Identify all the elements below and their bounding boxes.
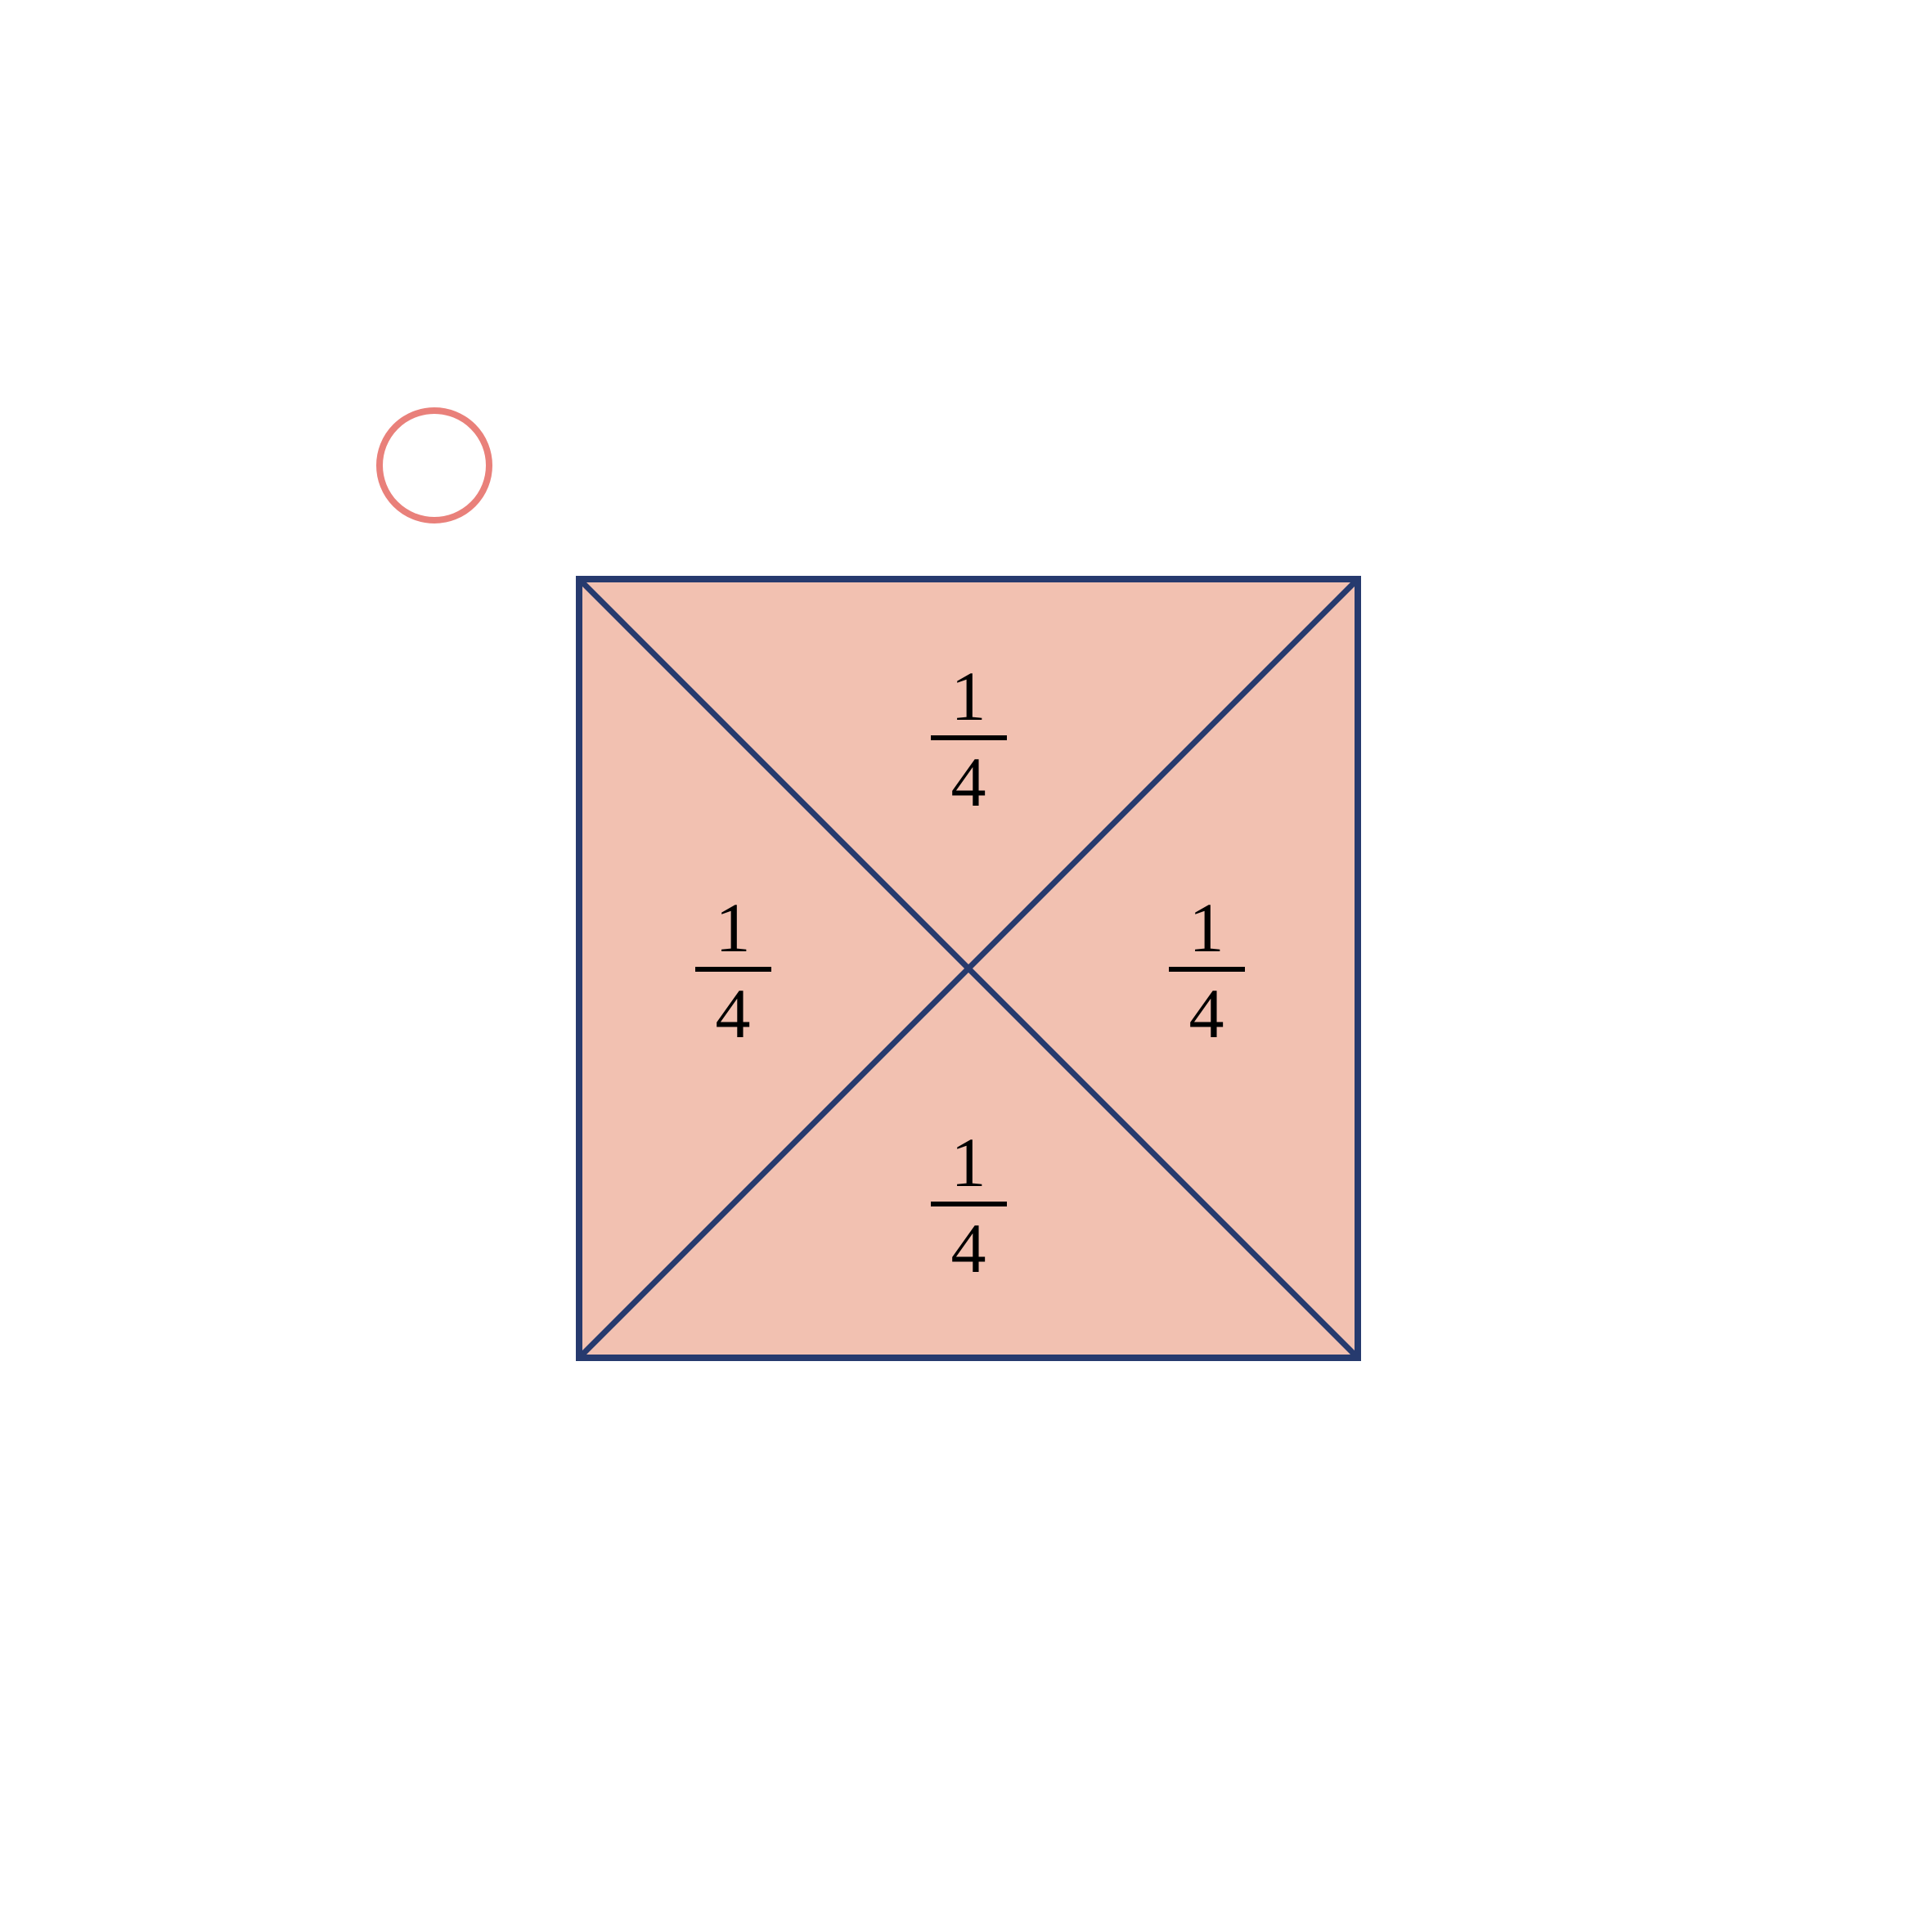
fraction-bottom: 1 4 — [931, 1123, 1007, 1287]
fraction-right: 1 4 — [1169, 888, 1245, 1053]
circle-outline-icon — [376, 407, 492, 523]
fraction-bottom-numerator: 1 — [951, 1123, 986, 1202]
fraction-left-numerator: 1 — [716, 888, 751, 967]
square-outline — [576, 576, 1361, 1361]
fraction-top-denominator: 4 — [951, 743, 986, 821]
fraction-left-denominator: 4 — [716, 974, 751, 1053]
fraction-bottom-denominator: 4 — [951, 1209, 986, 1287]
fraction-top: 1 4 — [931, 657, 1007, 821]
fraction-left: 1 4 — [695, 888, 771, 1053]
fraction-right-numerator: 1 — [1189, 888, 1224, 967]
fraction-right-denominator: 4 — [1189, 974, 1224, 1053]
diagonal-top-right-to-bottom-left — [577, 577, 1360, 1360]
fraction-top-numerator: 1 — [951, 657, 986, 735]
